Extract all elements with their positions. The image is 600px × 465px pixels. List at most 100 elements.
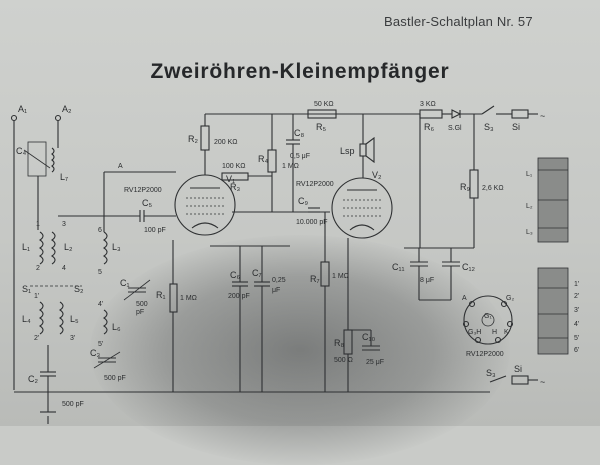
mark-4p: 4' <box>98 301 103 308</box>
mark-coil-5p: 5' <box>574 335 579 342</box>
label-r8-value: 500 Ω <box>334 357 353 364</box>
label-r2-value: 200 KΩ <box>214 139 238 146</box>
mark-3: 3 <box>62 221 66 228</box>
label-r3: R₃ <box>230 182 240 192</box>
label-si-lower: Si <box>514 364 522 374</box>
label-r3-value: 100 KΩ <box>222 163 246 170</box>
label-ac-in: ~ <box>540 111 545 121</box>
label-l6: L₆ <box>112 322 121 332</box>
mark-2: 2 <box>36 265 40 272</box>
label-c11-value: 8 μF <box>420 277 434 284</box>
label-s3-lower: S₃ <box>486 368 496 378</box>
label-l4: L₄ <box>22 314 31 324</box>
label-v1: V₁ <box>226 174 235 184</box>
label-r6: R₆ <box>424 122 434 132</box>
label-l7: L₇ <box>60 172 68 182</box>
coil-drawings: L₁ L₂ L₃ 1' 2' 3' 4' 5' 6' <box>526 157 579 355</box>
label-l2: L₂ <box>64 242 73 252</box>
mark-5: 5 <box>98 269 102 276</box>
label-r5-value: 50 KΩ <box>314 101 334 108</box>
label-s3: S₃ <box>484 122 494 132</box>
mark-2p: 2' <box>34 335 39 342</box>
label-a-mark: A <box>118 163 123 170</box>
label-c6: C₆ <box>230 270 240 280</box>
label-c10: C₁₀ <box>362 332 376 342</box>
label-r9: R₉ <box>460 182 470 192</box>
label-c4: C₄ <box>16 146 26 156</box>
label-r4: R₄ <box>258 154 268 164</box>
coupling-c9: C₉ 10.000 pF R₇ 1 MΩ <box>296 196 349 392</box>
mark-coil-4p: 4' <box>574 321 579 328</box>
label-lsp: Lsp <box>340 146 355 156</box>
label-r4-value: 1 MΩ <box>282 163 299 170</box>
mark-5p: 5' <box>98 341 103 348</box>
mark-1p: 1' <box>34 293 39 300</box>
label-c3-value: 500 pF <box>104 375 126 382</box>
label-coil-l2: L₂ <box>526 203 533 210</box>
antenna-coupler: C₄ L₇ A <box>16 141 123 230</box>
label-a1: A₁ <box>18 104 27 114</box>
label-c7: C₇ <box>252 268 262 278</box>
page-title: Zweiröhren-Kleinempfänger <box>150 60 450 83</box>
label-c1-unit: pF <box>136 309 144 316</box>
label-c2: C₂ <box>28 374 38 384</box>
label-r8: R₈ <box>334 338 344 348</box>
label-coil-l1: L₁ <box>526 171 533 178</box>
label-l1: L₁ <box>22 242 30 252</box>
circuit-diagram: A₁ A₂ C₄ L₇ A L₁ L₂ 1 2 3 4 L₄ L₅ S₁ S₂ … <box>10 101 579 424</box>
label-c7-value: 0,25 <box>272 277 286 284</box>
label-r9-value: 2,6 KΩ <box>482 185 504 192</box>
label-tube1: RV12P2000 <box>124 187 162 194</box>
mark-coil-1p: 1' <box>574 281 579 288</box>
pin-g3h: G₃H <box>468 329 481 336</box>
label-r1-value: 1 MΩ <box>180 295 197 302</box>
label-r7-value: 1 MΩ <box>332 273 349 280</box>
label-r7: R₇ <box>310 274 320 284</box>
label-c6-value: 200 pF <box>228 293 250 300</box>
label-c12: C₁₂ <box>462 262 476 272</box>
series-label: Bastler-Schaltplan Nr. 57 <box>384 14 533 29</box>
pin-g2: G₂ <box>506 295 514 302</box>
label-c1-value: 500 <box>136 301 148 308</box>
label-c11: C₁₁ <box>392 262 405 272</box>
mark-3p: 3' <box>70 335 75 342</box>
mark-6: 6 <box>98 227 102 234</box>
label-l3: L₃ <box>112 242 121 252</box>
label-c2-value: 500 pF <box>62 401 84 408</box>
pin-k: K <box>504 329 509 336</box>
filter-c6-c7: C₆ 200 pF C₇ 0,25 μF <box>210 245 290 392</box>
label-s2: S₂ <box>74 284 84 294</box>
tuning-section: L₃ 6 5 L₆ 4' 5' C₁ 500 pF C₃ 500 pF <box>90 171 176 382</box>
tube-v1: V₁ RV12P2000 <box>124 150 236 236</box>
label-tube3: RV12P2000 <box>466 351 504 358</box>
resistor-r5: 50 KΩ R₅ <box>307 101 337 132</box>
label-c1: C₁ <box>120 278 130 288</box>
pin-a: A <box>462 295 467 302</box>
pin-g1: G₁ <box>484 313 492 320</box>
mark-coil-6p: 6' <box>574 347 579 354</box>
label-ac-in-lower: ~ <box>540 377 545 387</box>
pin-h: H <box>492 329 497 336</box>
label-tube2: RV12P2000 <box>296 181 334 188</box>
tube-v2: V₂ RV12P2000 <box>296 170 393 239</box>
anode-resistors: R₂ 200 KΩ R₃ 100 KΩ R₄ 1 MΩ <box>188 113 420 213</box>
mark-1: 1 <box>36 221 40 228</box>
ground-bus: S₃ Si ~ <box>47 364 545 424</box>
label-r6-value: 3 KΩ <box>420 101 436 108</box>
label-c8: C₈ <box>294 128 304 138</box>
label-s1: S₁ <box>22 284 31 294</box>
label-l5: L₅ <box>70 314 79 324</box>
label-v2: V₂ <box>372 170 382 180</box>
schematic-page <box>0 0 600 426</box>
capacitor-c8: C₈ 0,5 μF <box>286 114 310 212</box>
label-coil-l3: L₃ <box>526 229 533 236</box>
filter-c11-c12: C₁₁ C₁₂ 8 μF <box>392 248 476 301</box>
antenna-terminals: A₁ A₂ <box>10 104 72 390</box>
label-sgl: S.Gl <box>448 125 462 132</box>
speaker: Lsp <box>340 114 375 178</box>
grid-circuit: C₅ 100 pF R₁ 1 MΩ <box>58 198 197 392</box>
label-r1: R₁ <box>156 290 166 300</box>
label-c5-value: 100 pF <box>144 227 166 234</box>
label-c8-value: 0,5 μF <box>290 153 310 160</box>
label-r5: R₅ <box>316 122 326 132</box>
